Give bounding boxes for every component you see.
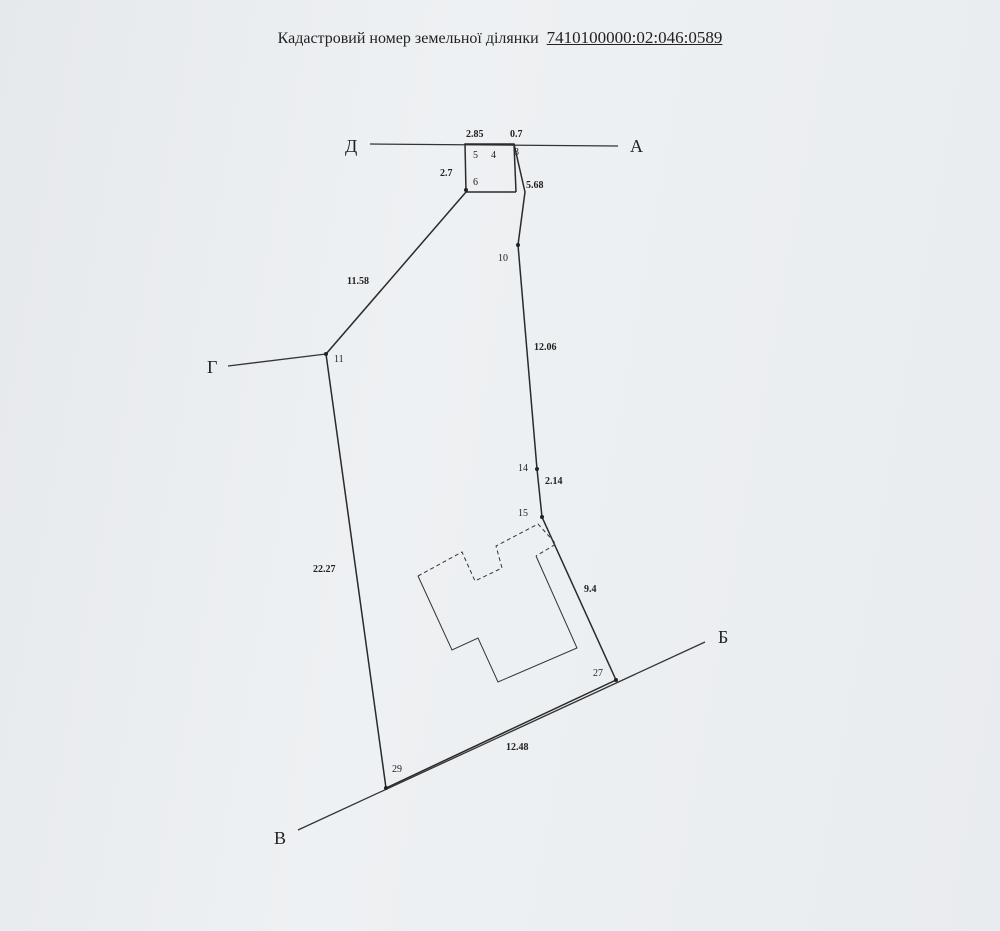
point-label-11: 11 <box>334 354 344 365</box>
boundary-line-d-a <box>369 143 619 147</box>
length-west: 22.27 <box>313 564 336 575</box>
boundary-line-v-b <box>297 641 706 831</box>
point-label-5: 5 <box>473 150 478 161</box>
point-label-14: 14 <box>518 463 528 474</box>
point-dot-6 <box>464 188 468 192</box>
neighbor-label-d: Д <box>345 136 357 156</box>
page-title: Кадастровий номер земельної ділянки 7410… <box>0 28 1000 48</box>
point-label-3: 3 <box>514 147 519 158</box>
point-dot-14 <box>535 467 539 471</box>
point-label-6: 6 <box>473 177 478 188</box>
point-label-10: 10 <box>498 253 508 264</box>
neighbor-label-v: В <box>274 828 286 848</box>
neighbor-label-g: Г <box>207 357 217 377</box>
neighbor-label-b: Б <box>718 627 728 647</box>
cadastral-label: Кадастровий номер земельної ділянки <box>277 30 539 47</box>
cadastral-number: 7410100000:02:046:0589 <box>546 28 723 47</box>
point-dot-15 <box>540 515 544 519</box>
length-top-left: 2.85 <box>466 129 484 140</box>
point-label-29: 29 <box>392 764 402 775</box>
length-south: 12.48 <box>506 742 529 753</box>
point-dot-27 <box>614 678 618 682</box>
point-dot-29 <box>384 786 388 790</box>
point-dot-11 <box>324 352 328 356</box>
length-right-short: 5.68 <box>526 180 544 191</box>
point-label-27: 27 <box>593 668 603 679</box>
point-label-4: 4 <box>491 150 496 161</box>
top-rect-right <box>513 143 517 193</box>
length-right-long: 12.06 <box>534 342 557 353</box>
building-dashed-outline <box>417 523 557 582</box>
point-dot-10 <box>516 243 520 247</box>
length-left-short: 2.7 <box>440 168 453 179</box>
length-right-mid: 2.14 <box>545 476 563 487</box>
point-label-15: 15 <box>518 508 528 519</box>
length-right-lower: 9.4 <box>584 584 597 595</box>
length-diagonal: 11.58 <box>347 276 369 287</box>
length-top-right: 0.7 <box>510 129 523 140</box>
neighbor-label-a: А <box>630 136 643 156</box>
boundary-line-g <box>227 353 327 367</box>
parcel-boundary <box>325 143 617 790</box>
building-solid-outline <box>417 555 578 683</box>
